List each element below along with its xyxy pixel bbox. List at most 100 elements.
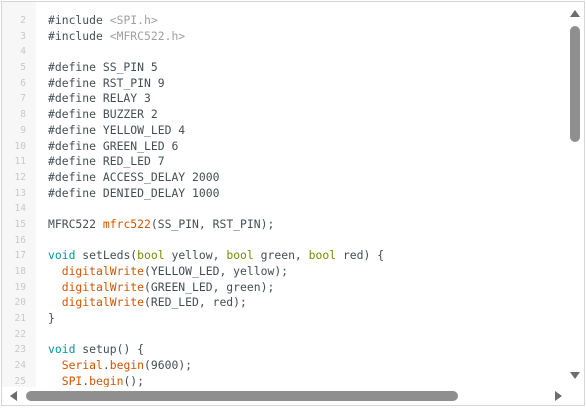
code-line: 17 void setLeds(bool yellow, bool green, … xyxy=(2,248,566,264)
code-text: Serial.begin(9600); xyxy=(48,358,566,374)
code-token: #define SS_PIN 5 xyxy=(48,60,158,75)
code-token: digitalWrite xyxy=(61,264,145,278)
code-text: #define BUZZER 2 xyxy=(48,107,566,123)
code-line: 9 #define YELLOW_LED 4 xyxy=(2,123,566,139)
code-token: #define ACCESS_DELAY 2000 xyxy=(48,169,220,184)
code-token: #define RED_LED 7 xyxy=(48,154,165,169)
code-line: 23 void setup() { xyxy=(2,342,566,358)
code-token: } xyxy=(48,311,55,326)
code-line: 5#define SS_PIN 5 xyxy=(2,60,566,76)
horizontal-scroll-thumb[interactable] xyxy=(26,391,458,401)
code-token: #define YELLOW_LED 4 xyxy=(48,122,186,137)
code-text: #define YELLOW_LED 4 xyxy=(48,123,566,139)
code-token xyxy=(48,374,62,387)
code-token: #include xyxy=(48,13,110,27)
scroll-right-icon[interactable] xyxy=(555,391,562,401)
line-number: 23 xyxy=(14,344,26,356)
code-text: void setLeds(bool yellow, bool green, bo… xyxy=(48,248,566,264)
code-token: . xyxy=(102,358,110,373)
code-token: MFRC522 xyxy=(48,216,103,231)
code-token: digitalWrite xyxy=(61,295,145,310)
code-line: 3#include <MFRC522.h> xyxy=(2,29,566,45)
line-number: 19 xyxy=(14,281,26,293)
horizontal-scrollbar[interactable] xyxy=(2,387,566,405)
scroll-down-icon[interactable] xyxy=(570,372,580,379)
code-text: #define ACCESS_DELAY 2000 xyxy=(48,170,566,186)
code-token: setup() { xyxy=(75,342,145,357)
code-text: #include <SPI.h> xyxy=(48,13,566,29)
line-number: 25 xyxy=(14,375,26,387)
code-token: bool xyxy=(226,248,254,263)
code-token: <SPI.h> xyxy=(109,13,158,27)
code-line: 25 SPI.begin(); xyxy=(2,374,566,387)
line-number: 10 xyxy=(14,140,26,152)
vertical-scrollbar[interactable] xyxy=(566,2,584,387)
code-line: 24 Serial.begin(9600); xyxy=(2,358,566,374)
code-text: #define RST_PIN 9 xyxy=(48,76,566,92)
code-token: yellow, xyxy=(164,248,227,263)
code-line: 14 xyxy=(2,201,566,217)
code-line: 10 #define GREEN_LED 6 xyxy=(2,139,566,155)
code-token: void xyxy=(48,248,76,263)
code-token: (RED_LED, red); xyxy=(144,295,247,310)
code-token: (SS_PIN, RST_PIN); xyxy=(150,216,275,231)
code-line: 6 #define RST_PIN 9 xyxy=(2,76,566,92)
code-text: #define RED_LED 7 xyxy=(48,154,566,170)
code-token: bool xyxy=(137,248,165,263)
code-line: 13 #define DENIED_DELAY 1000 xyxy=(2,186,566,202)
scroll-left-icon[interactable] xyxy=(10,391,17,401)
line-number-gutter xyxy=(2,2,36,387)
code-line: 7#define RELAY 3 xyxy=(2,91,566,107)
code-text: #define GREEN_LED 6 xyxy=(48,139,566,155)
code-text: SPI.begin(); xyxy=(48,374,566,387)
scroll-up-icon[interactable] xyxy=(570,10,580,17)
code-text: } xyxy=(48,311,566,327)
code-text xyxy=(48,233,566,249)
code-line: 4 xyxy=(2,44,566,60)
line-number: 16 xyxy=(14,234,26,246)
code-line: 12#define ACCESS_DELAY 2000 xyxy=(2,170,566,186)
line-number: 6 xyxy=(20,77,26,89)
code-line: 19 digitalWrite(GREEN_LED, green); xyxy=(2,280,566,296)
line-number: 18 xyxy=(14,266,26,277)
code-token xyxy=(48,280,62,294)
code-text xyxy=(48,201,566,217)
code-token: #define DENIED_DELAY 1000 xyxy=(48,185,220,200)
code-token: . xyxy=(82,373,90,387)
code-token: #include xyxy=(48,28,110,43)
code-text xyxy=(48,44,566,60)
code-line: 11 #define RED_LED 7 xyxy=(2,154,566,170)
vertical-scroll-thumb[interactable] xyxy=(570,26,580,142)
code-text: digitalWrite(GREEN_LED, green); xyxy=(48,280,566,296)
code-token xyxy=(48,358,62,372)
line-number: 9 xyxy=(20,124,26,136)
code-token: bool xyxy=(308,248,337,263)
line-number: 11 xyxy=(14,156,26,168)
line-number: 20 xyxy=(14,297,26,309)
code-token: #define GREEN_LED 6 xyxy=(48,138,179,153)
code-token: setLeds( xyxy=(75,248,138,263)
line-number: 17 xyxy=(14,250,26,262)
code-text: #include <MFRC522.h> xyxy=(48,29,566,45)
code-line: 16 xyxy=(2,233,566,249)
code-token: SPI xyxy=(61,373,83,387)
code-token xyxy=(48,264,62,278)
code-text: void setup() { xyxy=(48,342,566,358)
code-token: Serial xyxy=(61,358,103,373)
code-token: (); xyxy=(123,373,145,387)
code-token: #define RST_PIN 9 xyxy=(48,75,165,90)
line-number: 24 xyxy=(14,360,26,372)
code-token: #define RELAY 3 xyxy=(48,91,151,106)
code-token: red) { xyxy=(336,248,385,263)
code-line: 22 xyxy=(2,327,566,343)
line-number: 13 xyxy=(14,187,26,199)
code-text: MFRC522 mfrc522(SS_PIN, RST_PIN); xyxy=(48,217,566,233)
code-text xyxy=(48,327,566,343)
code-text: #define RELAY 3 xyxy=(48,91,566,107)
code-token: (YELLOW_LED, yellow); xyxy=(144,264,289,278)
code-token: digitalWrite xyxy=(61,279,145,294)
